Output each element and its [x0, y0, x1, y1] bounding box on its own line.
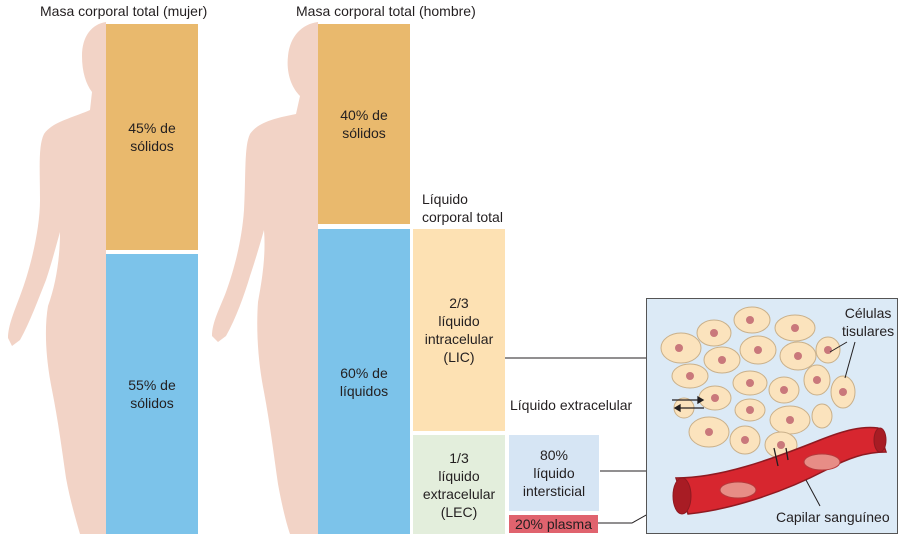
female-silhouette	[8, 22, 106, 534]
ecf-label: 1/3 líquido extracelular (LEC)	[422, 449, 496, 520]
female-liquids-label: 55% de sólidos	[128, 377, 176, 411]
female-title: Masa corporal total (mujer)	[40, 3, 208, 19]
plasma-box: 20% plasma	[509, 515, 598, 533]
ecf-heading: Líquido extracelular	[510, 397, 633, 413]
plasma-label: 20% plasma	[514, 516, 593, 532]
cell-nuclei	[675, 316, 847, 449]
male-title: Masa corporal total (hombre)	[296, 3, 476, 19]
ecf-box: 1/3 líquido extracelular (LEC)	[413, 435, 505, 534]
capillary-label: Capilar sanguíneo	[776, 509, 890, 525]
tissue-cells	[660, 306, 856, 459]
red-blood-cells	[719, 453, 841, 499]
interstitial-label: 80% líquido intersticial	[522, 447, 586, 499]
male-liquids-label: 60% de líquidos	[339, 364, 389, 399]
interstitial-box: 80% líquido intersticial	[509, 435, 599, 511]
exchange-arrows	[672, 395, 789, 467]
female-solids-bar: 45% de sólidos	[106, 24, 198, 250]
total-body-fluid-label: Líquido corporal total	[422, 191, 503, 225]
male-solids-bar: 40% de sólidos	[318, 24, 410, 224]
female-liquids-bar: 55% de sólidos	[106, 254, 198, 534]
capillary-opening	[672, 477, 692, 515]
tissue-cells-label: Células tisulares	[842, 305, 895, 339]
female-solids-label: 45% de sólidos	[128, 120, 176, 154]
icf-box: 2/3 líquido intracelular (LIC)	[413, 229, 505, 431]
male-liquids-bar: 60% de líquidos	[318, 229, 410, 534]
icf-label: 2/3 líquido intracelular (LIC)	[424, 295, 494, 365]
male-silhouette	[212, 22, 318, 534]
male-solids-label: 40% de sólidos	[340, 107, 388, 141]
